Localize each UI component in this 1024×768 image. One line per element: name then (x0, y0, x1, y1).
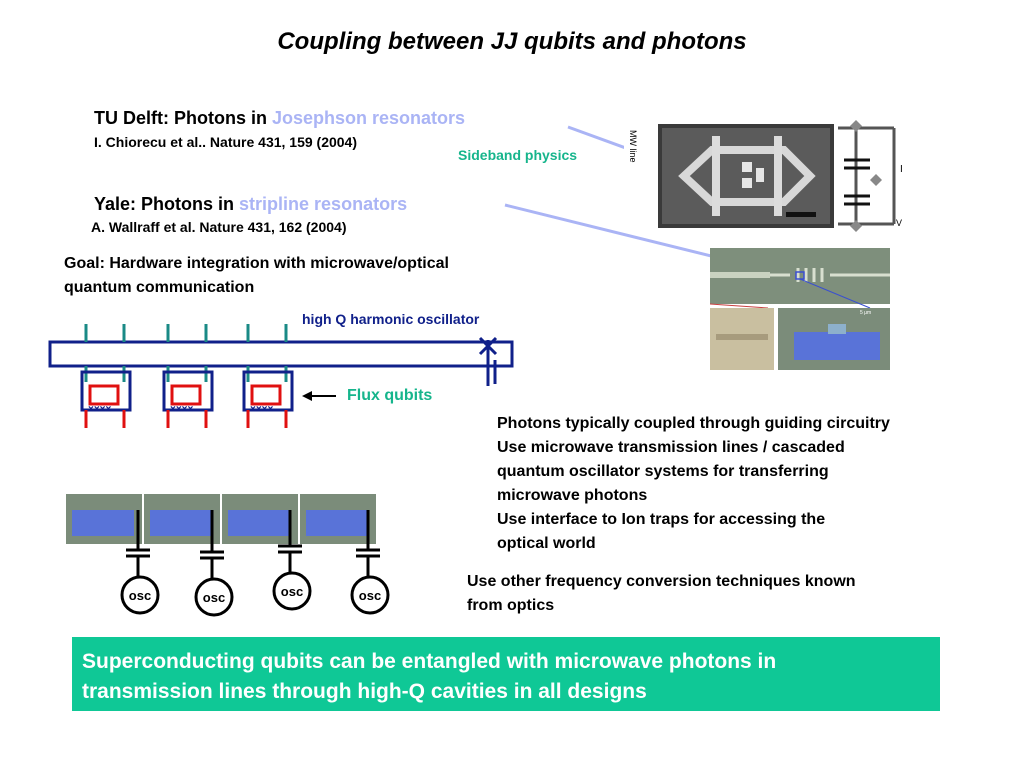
flux-qubit-2: ×××× (162, 370, 214, 428)
qubit-micrographs (66, 494, 376, 544)
transmission-line (48, 340, 514, 368)
cascaded-oscillator-figure: osc osc osc osc (66, 494, 390, 617)
osc-label-1: osc (129, 588, 151, 603)
svg-text:××××: ×××× (250, 404, 274, 415)
flux-qubit-3: ×××× (242, 370, 294, 428)
yale-heading-prefix: Yale: Photons in (94, 194, 240, 214)
frequency-line-2: from optics (467, 597, 555, 614)
v-label: V (896, 218, 902, 228)
goal-text: Goal: Hardware integration with microwav… (64, 252, 449, 300)
delft-heading: TU Delft: Photons in Josephson resonator… (94, 108, 465, 129)
osc-node-3: osc (272, 571, 312, 611)
frequency-line-1: Use other frequency conversion technique… (467, 573, 856, 590)
osc-node-1: osc (120, 575, 160, 615)
flux-qubits-label: Flux qubits (347, 387, 433, 404)
osc-label-2: osc (203, 590, 225, 605)
svg-text:××××: ×××× (170, 404, 194, 415)
delft-reference: I. Chiorecu et al.. Nature 431, 159 (200… (94, 134, 358, 150)
mw-line-label: MW line (628, 130, 638, 163)
delft-figure: MW line I V (624, 118, 910, 232)
yale-heading-accent: stripline resonators (239, 194, 408, 214)
photons-line-5: Use interface to Ion traps for accessing… (497, 511, 826, 528)
osc-label-4: osc (359, 588, 381, 603)
banner-line-2: transmission lines through high-Q caviti… (82, 680, 647, 703)
flux-qubit-circuit: ×××× ×××× ×××× (48, 324, 514, 428)
flux-qubit-1: ×××× (80, 370, 132, 428)
photons-text: Photons typically coupled through guidin… (497, 412, 890, 556)
photons-line-3: quantum oscillator systems for transferr… (497, 463, 829, 480)
photons-line-2: Use microwave transmission lines / casca… (497, 439, 845, 456)
photons-line-6: optical world (497, 535, 596, 552)
osc-node-2: osc (194, 577, 234, 617)
osc-node-4: osc (350, 575, 390, 615)
banner-line-1: Superconducting qubits can be entangled … (82, 650, 777, 673)
junction-x (478, 336, 498, 356)
svg-text:××××: ×××× (88, 404, 112, 415)
frequency-text: Use other frequency conversion technique… (467, 570, 856, 618)
i-label: I (900, 164, 903, 175)
yale-figure: 5 μm (709, 248, 890, 370)
delft-heading-prefix: TU Delft: Photons in (94, 108, 272, 128)
scale-label-yale: 5 μm (860, 310, 871, 316)
yale-figure-svg: 5 μm (709, 248, 890, 370)
osc-label-3: osc (281, 584, 303, 599)
conclusion-banner: Superconducting qubits can be entangled … (72, 637, 940, 711)
photons-line-1: Photons typically coupled through guidin… (497, 415, 890, 432)
slide-title: Coupling between JJ qubits and photons (277, 28, 747, 55)
goal-line-1: Goal: Hardware integration with microwav… (64, 255, 449, 272)
oscillator-label: high Q harmonic oscillator (302, 311, 480, 327)
yale-heading: Yale: Photons in stripline resonators (94, 194, 407, 215)
sideband-label: Sideband physics (458, 147, 578, 163)
yale-reference: A. Wallraff et al. Nature 431, 162 (2004… (91, 219, 347, 235)
goal-line-2: quantum communication (64, 279, 255, 296)
delft-heading-accent: Josephson resonators (271, 108, 466, 128)
photons-line-4: microwave photons (497, 487, 648, 504)
delft-figure-svg: MW line I V (624, 118, 910, 232)
